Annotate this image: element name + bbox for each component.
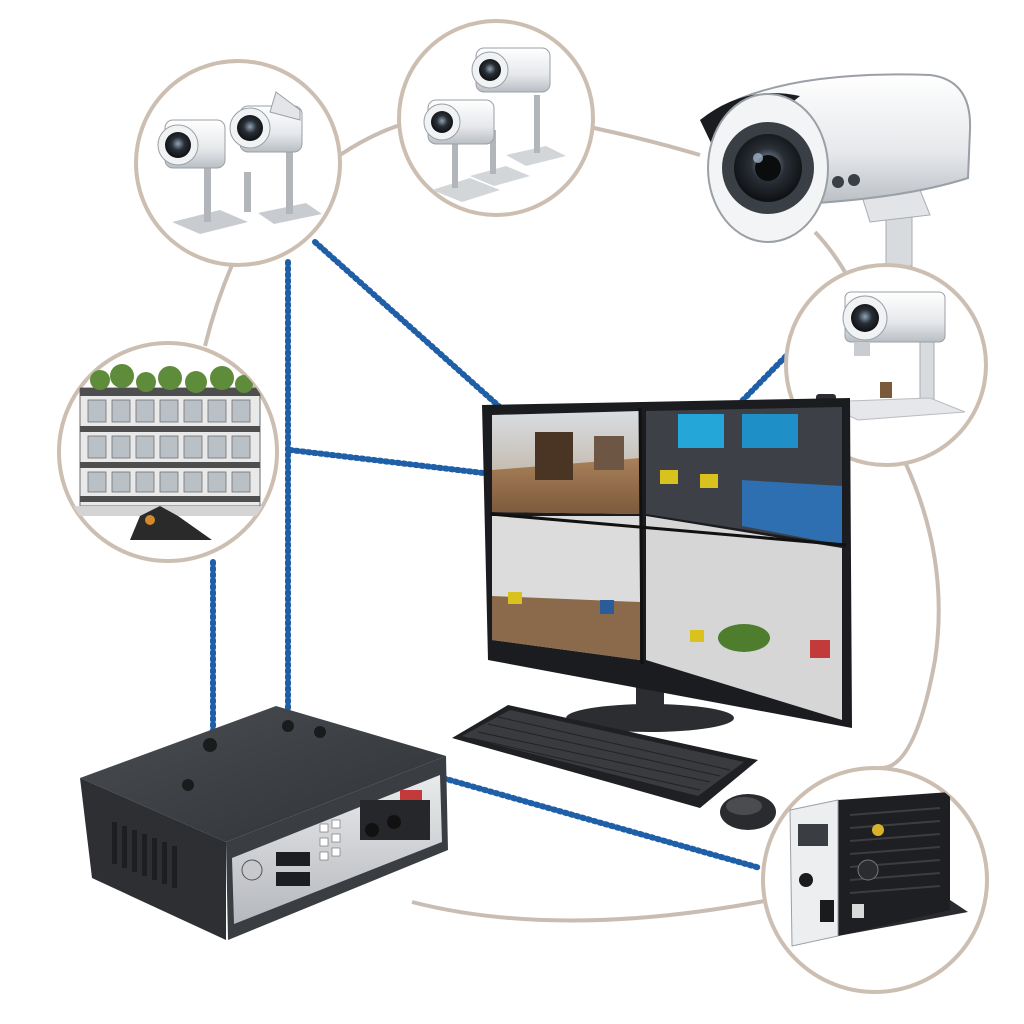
mouse <box>720 794 776 830</box>
connector-c2-camera <box>593 126 701 157</box>
mouse-icon <box>720 794 776 830</box>
thin-connectors <box>203 123 941 923</box>
large-bullet-camera <box>700 73 972 267</box>
building-view <box>57 341 279 563</box>
building-icon <box>60 364 277 540</box>
triple-bullet-camera-icon <box>423 47 566 202</box>
connector-c1-c2 <box>338 123 401 157</box>
twin-bullet-camera-icon <box>157 91 322 234</box>
monitor-icon <box>482 398 852 732</box>
keyboard <box>452 705 758 808</box>
cable-c1-monitor <box>312 239 523 428</box>
bullet-camera-icon <box>700 73 972 267</box>
mounted-camera-icon <box>816 291 966 421</box>
connector-c1-c5 <box>203 264 234 347</box>
server-tower <box>761 766 989 994</box>
camera-pair-left <box>134 59 342 267</box>
connector-camera-c4 <box>813 230 847 274</box>
connector-c4-c6 <box>879 461 941 771</box>
connector-base-arc <box>411 898 771 923</box>
monitor-quad-view <box>482 398 852 732</box>
camera-trio-center <box>397 19 595 217</box>
keyboard-icon <box>452 705 758 808</box>
cable-dvr-server <box>429 772 763 871</box>
server-icon <box>789 792 968 947</box>
dvr-icon <box>80 706 448 940</box>
dvr-recorder <box>80 706 448 940</box>
